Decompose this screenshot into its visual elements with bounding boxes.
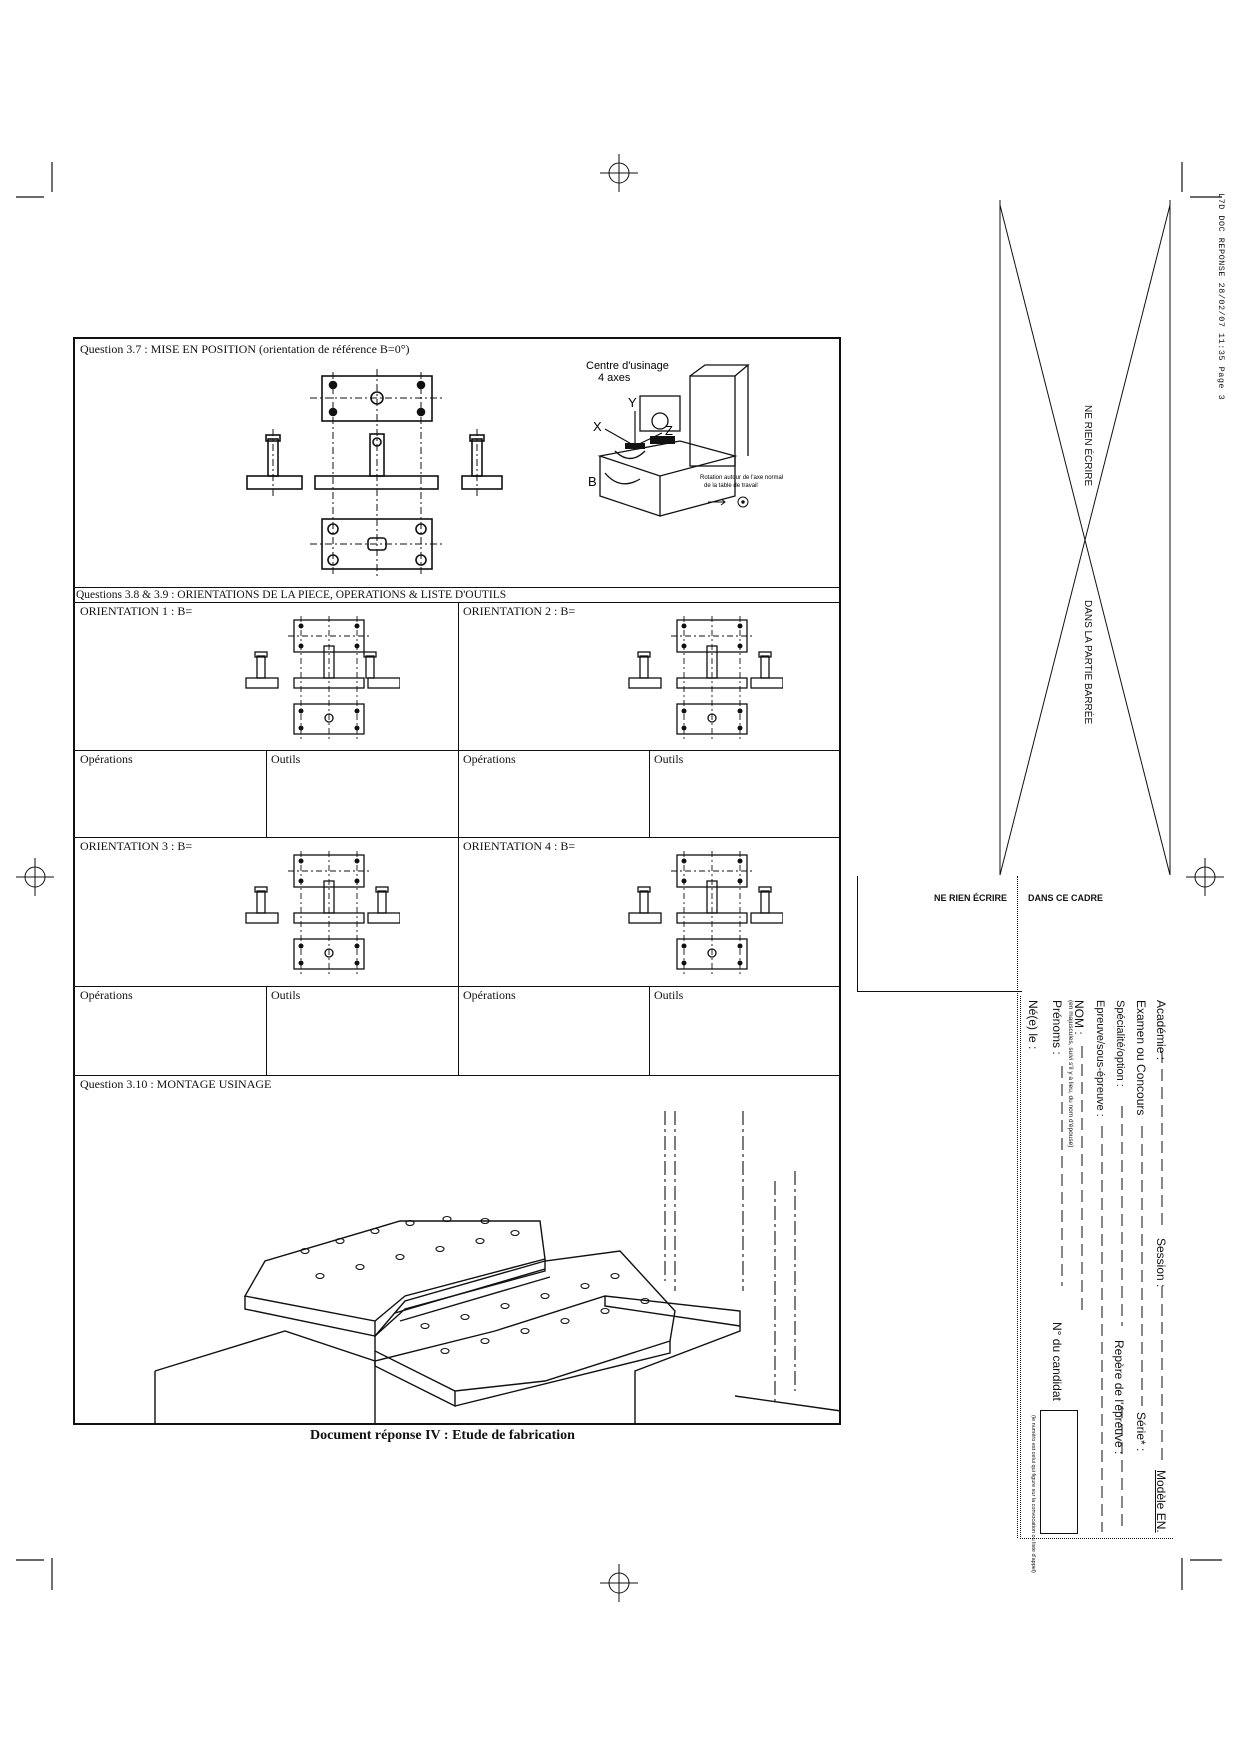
q37-part-views [246, 369, 503, 576]
grid-h3 [75, 986, 841, 987]
candidate-number-box[interactable] [1040, 1410, 1078, 1534]
frame-divider-top [857, 876, 858, 992]
q37-divider [75, 587, 841, 588]
axis-z-label: Z [665, 423, 673, 438]
print-stamp: L7D DOC REPONSE 28/02/07 11:35 Page 3 [1216, 193, 1226, 401]
grid-ops-v4 [649, 986, 650, 1075]
grid-mid-v [458, 602, 459, 1075]
axis-y-label: Y [628, 395, 637, 410]
machining-fixture-illustration [154, 1111, 841, 1423]
orientation-3-tools: Outils [271, 988, 301, 1002]
machining-center-illustration: Centre d'usinage 4 axes X Y Z B Rotation… [586, 360, 783, 517]
orientation-3-label: ORIENTATION 3 : B= [80, 839, 193, 853]
barred-text-1: NE RIEN ÉCRIRE [1082, 405, 1093, 487]
orientation-2-drawing [628, 616, 783, 741]
machine-title: Centre d'usinage [586, 360, 669, 372]
orientation-1-ops: Opérations [80, 752, 133, 766]
orientation-2-label: ORIENTATION 2 : B= [463, 604, 576, 618]
machine-axes: 4 axes [598, 372, 631, 384]
orientation-4-drawing [628, 851, 783, 976]
q37-title: Question 3.7 : MISE EN POSITION (orienta… [80, 342, 410, 356]
orientation-4-tools: Outils [654, 988, 684, 1002]
orientation-1-tools: Outils [271, 752, 301, 766]
document-caption: Document réponse IV : Etude de fabricati… [310, 1428, 575, 1443]
orientation-2-tools: Outils [654, 752, 684, 766]
grid-h2 [75, 837, 841, 838]
grid-h1 [75, 750, 841, 751]
frame-divider-bottom [857, 991, 1022, 992]
candidate-block-border [1020, 996, 1173, 1539]
grid-ops-v3 [266, 986, 267, 1075]
candidate-field-lines [1061, 1046, 1163, 1532]
grid-ops-v2 [649, 750, 650, 837]
grid-h4 [75, 1075, 841, 1076]
barred-text-2: DANS LA PARTIE BARRÉE [1082, 600, 1093, 725]
answer-sheet: Question 3.7 : MISE EN POSITION (orienta… [73, 337, 841, 1425]
q310-title: Question 3.10 : MONTAGE USINAGE [80, 1077, 272, 1091]
orientation-1-label: ORIENTATION 1 : B= [80, 604, 193, 618]
machine-legend: Rotation autour de l'axe normal [700, 475, 783, 481]
orientation-4-ops: Opérations [463, 988, 516, 1002]
frame-dotted-v [1017, 876, 1018, 1538]
frame-label-left: NE RIEN ÉCRIRE [934, 893, 1008, 903]
axis-x-label: X [593, 419, 602, 434]
grid-ops-v1 [266, 750, 267, 837]
orientation-3-drawing [245, 851, 400, 976]
orientation-2-ops: Opérations [463, 752, 516, 766]
barred-zone [999, 200, 1171, 876]
machine-legend-2: de la table de travail [704, 483, 758, 489]
orientation-3-ops: Opérations [80, 988, 133, 1002]
q389-title: Questions 3.8 & 3.9 : ORIENTATIONS DE LA… [76, 589, 507, 601]
frame-label-right: DANS CE CADRE [1028, 893, 1104, 903]
orientation-1-drawing [245, 616, 400, 741]
orientation-4-label: ORIENTATION 4 : B= [463, 839, 576, 853]
axis-b-label: B [588, 474, 597, 489]
